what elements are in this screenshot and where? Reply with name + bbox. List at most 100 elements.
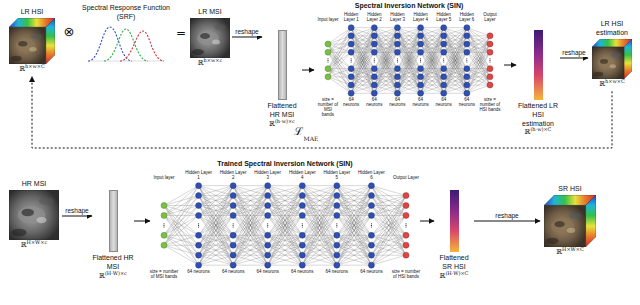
ellipsis-dot bbox=[405, 225, 406, 226]
weight-line bbox=[268, 255, 303, 265]
neuron bbox=[371, 49, 377, 55]
weight-line bbox=[371, 195, 406, 196]
neuron bbox=[487, 74, 493, 80]
weight-line bbox=[374, 44, 397, 93]
weight-line bbox=[164, 186, 199, 216]
weight-line bbox=[397, 28, 420, 77]
neuron bbox=[368, 242, 374, 248]
weight-line bbox=[374, 28, 397, 44]
neuron bbox=[265, 183, 271, 189]
weight-line bbox=[371, 196, 406, 236]
weight-line bbox=[371, 196, 406, 256]
srf-plot-node: Spectral Response Function (SRF) bbox=[78, 4, 174, 64]
weight-line bbox=[374, 28, 397, 36]
weight-line bbox=[421, 44, 444, 93]
ellipsis-dot bbox=[327, 60, 328, 61]
msi-image-use bbox=[190, 18, 230, 58]
weight-line bbox=[371, 186, 406, 236]
layer-label: Hidden Layer 3 bbox=[387, 13, 408, 23]
weight-line bbox=[467, 36, 490, 93]
weight-line bbox=[199, 196, 234, 266]
neuron bbox=[230, 232, 236, 238]
weight-line bbox=[374, 28, 397, 85]
weight-line bbox=[374, 28, 397, 94]
neuron bbox=[230, 212, 236, 218]
weight-line bbox=[371, 186, 406, 246]
weight-line bbox=[302, 196, 337, 266]
dimension-label: ℝ(H·W)×C bbox=[440, 272, 469, 282]
weight-line bbox=[397, 85, 420, 93]
neuron bbox=[299, 232, 305, 238]
weight-line bbox=[444, 69, 467, 85]
weight-line bbox=[233, 186, 268, 206]
weight-line bbox=[444, 69, 467, 85]
neuron bbox=[299, 183, 305, 189]
dimension-label: ℝh×w×c bbox=[198, 59, 223, 69]
ellipsis-dot bbox=[489, 61, 490, 62]
weight-line bbox=[328, 44, 351, 77]
weight-line bbox=[467, 69, 490, 94]
weight-line bbox=[421, 69, 444, 85]
ellipsis-dot bbox=[489, 60, 490, 61]
layer-label: Hidden Layer 1 bbox=[341, 13, 362, 23]
neuron bbox=[265, 262, 271, 268]
weight-line bbox=[337, 186, 372, 236]
weight-line bbox=[444, 69, 467, 94]
weight-line bbox=[337, 186, 372, 206]
weight-line bbox=[199, 186, 234, 216]
weight-line bbox=[268, 186, 303, 236]
dimension-label: ℝh×w×C bbox=[19, 65, 45, 75]
weight-line bbox=[374, 28, 397, 85]
weight-line bbox=[337, 255, 372, 265]
weight-line bbox=[374, 44, 397, 93]
weight-line bbox=[302, 206, 337, 266]
weight-line bbox=[421, 28, 444, 85]
weight-line bbox=[199, 186, 234, 206]
vector-bar bbox=[450, 190, 459, 252]
weight-line bbox=[199, 186, 234, 246]
weight-line bbox=[421, 77, 444, 93]
weight-line bbox=[199, 185, 234, 186]
image-label: LR HSI estimation bbox=[588, 20, 636, 38]
weight-line bbox=[268, 186, 303, 236]
weight-line bbox=[444, 85, 467, 93]
neuron bbox=[334, 212, 340, 218]
dimension-symbol: ℝ bbox=[525, 128, 531, 136]
weight-line bbox=[268, 196, 303, 216]
hsi-cube-image bbox=[592, 39, 632, 79]
weight-line bbox=[268, 255, 303, 265]
weight-line bbox=[302, 186, 337, 196]
weight-line bbox=[444, 36, 467, 93]
neuron bbox=[487, 41, 493, 47]
weight-line bbox=[351, 69, 374, 94]
weight-line bbox=[444, 28, 467, 69]
weight-line bbox=[268, 245, 303, 265]
weight-line bbox=[397, 28, 420, 85]
weight-line bbox=[351, 28, 374, 44]
dimension-exponent: H×W×c bbox=[27, 239, 48, 245]
weight-line bbox=[374, 28, 397, 77]
neuron bbox=[161, 212, 167, 218]
weight-line bbox=[421, 28, 444, 36]
neuron bbox=[299, 193, 305, 199]
neuron bbox=[394, 25, 400, 31]
weight-line bbox=[371, 186, 406, 216]
neuron bbox=[348, 66, 354, 72]
weight-line bbox=[268, 245, 303, 265]
weight-line bbox=[337, 186, 372, 216]
dimension-symbol: ℝ bbox=[599, 80, 605, 88]
weight-line bbox=[337, 186, 372, 256]
weight-line bbox=[374, 36, 397, 52]
neuron bbox=[299, 262, 305, 268]
layer-label: Hidden Layer 5 bbox=[433, 13, 454, 23]
weight-line bbox=[233, 206, 268, 266]
weight-line bbox=[302, 186, 337, 236]
weight-line bbox=[371, 196, 406, 266]
neuron bbox=[325, 49, 331, 55]
ellipsis-dot bbox=[198, 223, 199, 224]
dimension-symbol: ℝ bbox=[99, 272, 105, 280]
weight-line bbox=[467, 85, 490, 93]
layer-size-label: 64 neurons bbox=[184, 270, 214, 275]
neuron bbox=[464, 82, 470, 88]
neuron bbox=[371, 25, 377, 31]
